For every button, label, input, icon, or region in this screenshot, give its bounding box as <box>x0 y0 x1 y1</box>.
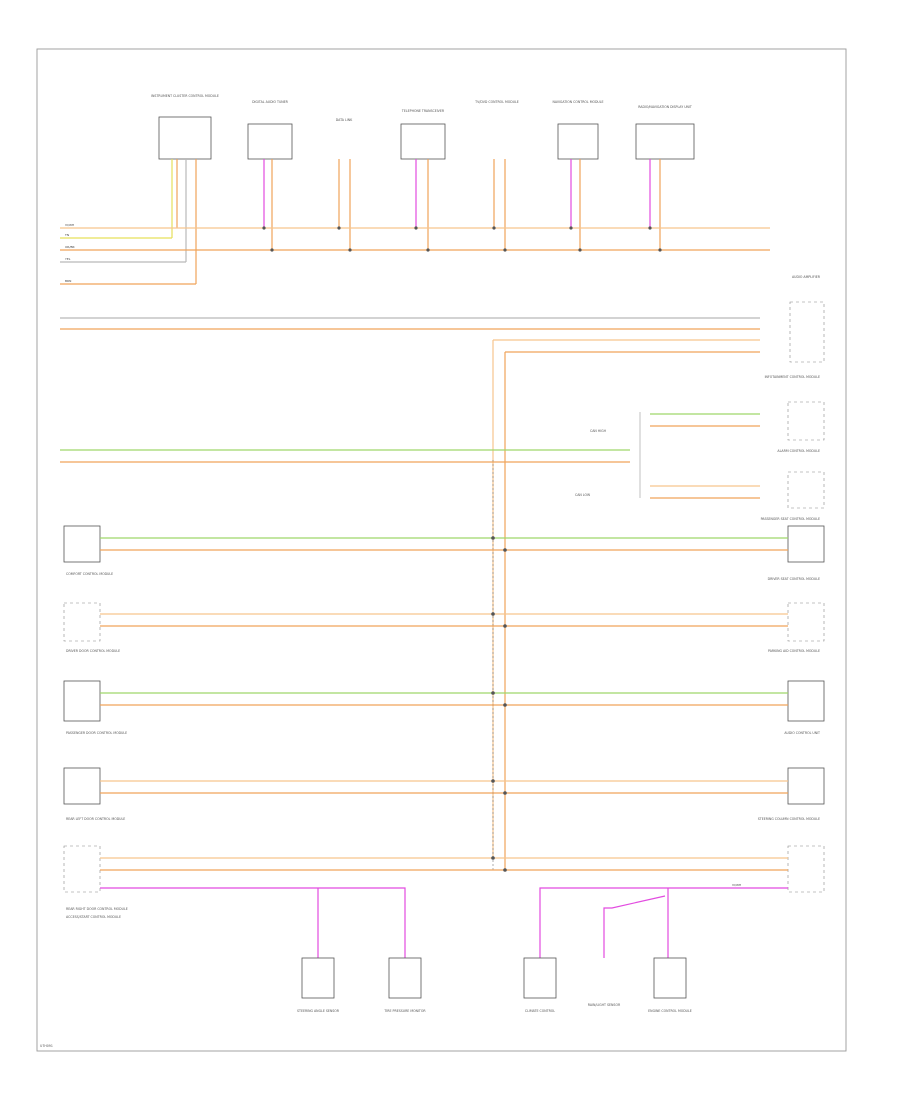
top-component-box <box>557 123 599 160</box>
right-component-label-2: INFOTAINMENT CONTROL MODULE <box>765 375 820 379</box>
right-component-label-5: DRIVER SEAT CONTROL MODULE <box>768 577 820 581</box>
wire-code: BRN <box>65 279 71 283</box>
vertical-trunk <box>492 339 760 870</box>
top-component-label-5: TV/DVD CONTROL MODULE <box>474 100 519 104</box>
top-component-label-7: RADIO/NAVIGATION DISPLAY UNIT <box>638 105 692 109</box>
bottom-component-label-1: STEERING ANGLE SENSOR <box>297 1009 340 1013</box>
top-components: INSTRUMENT CLUSTER CONTROL MODULE DIGITA… <box>151 94 695 284</box>
top-bus <box>60 227 770 285</box>
can-bus-mid <box>60 412 760 499</box>
bottom-component-label-3: CLIMATE CONTROL <box>525 1009 555 1013</box>
wire-code: OR/BR <box>65 245 75 249</box>
left-component-label-4: REAR LEFT DOOR CONTROL MODULE <box>66 817 125 821</box>
bottom-component-label-4: RAIN/LIGHT SENSOR <box>588 1003 621 1007</box>
right-component-box <box>787 471 825 509</box>
module-row-2 <box>63 602 825 642</box>
diagram-frame <box>36 48 847 1052</box>
right-component-box <box>787 401 825 441</box>
left-component-label-1: COMFORT CONTROL MODULE <box>66 572 113 576</box>
right-component-label-4: PASSENGER SEAT CONTROL MODULE <box>761 517 820 521</box>
top-component-box <box>247 123 293 160</box>
top-component-label-1: INSTRUMENT CLUSTER CONTROL MODULE <box>151 94 219 98</box>
wire-code: VI/WH <box>65 223 74 227</box>
wire-code: VI/WH <box>732 883 741 887</box>
right-component-label-1: AUDIO AMPLIFIER <box>792 275 821 279</box>
diagram-footer-id: U7H091 <box>40 1044 53 1048</box>
top-component-box <box>635 123 695 160</box>
right-component-label-3: ALARM CONTROL MODULE <box>777 449 820 453</box>
mid-label-can-high: CAN HIGH <box>590 429 607 433</box>
wire-code: TN <box>64 233 69 237</box>
right-component-label-7: AUDIO CONTROL UNIT <box>784 731 820 735</box>
left-component-label-2: DRIVER DOOR CONTROL MODULE <box>66 649 120 653</box>
bottom-component-label-5: ENGINE CONTROL MODULE <box>648 1009 692 1013</box>
module-row-3 <box>63 680 825 722</box>
top-component-box <box>400 123 446 160</box>
top-component-label-4: TELEPHONE TRANSCEIVER <box>401 109 445 113</box>
left-component-label-5: REAR RIGHT DOOR CONTROL MODULE <box>66 907 128 911</box>
right-component-label-6: PARKING AID CONTROL MODULE <box>768 649 820 653</box>
top-component-label-2: DIGITAL AUDIO TUNER <box>252 100 289 104</box>
module-row-1 <box>63 525 825 563</box>
left-component-label-6: ACCESS/START CONTROL MODULE <box>66 915 121 919</box>
bottom-component-label-2: TIRE PRESSURE MONITOR <box>383 1009 426 1013</box>
mid-label-can-low: CAN LOW <box>575 493 591 497</box>
audio-amplifier-bus <box>60 317 760 330</box>
top-component-label-6: NAVIGATION CONTROL MODULE <box>552 100 603 104</box>
lin-bus <box>100 887 788 958</box>
module-row-4 <box>63 767 825 805</box>
bottom-components <box>301 957 687 999</box>
right-component-box <box>789 301 825 363</box>
top-bus-nodes <box>262 226 662 252</box>
module-row-5 <box>63 845 825 893</box>
top-component-box <box>158 116 212 160</box>
left-component-label-3: PASSENGER DOOR CONTROL MODULE <box>66 731 127 735</box>
top-component-label-3: DATA LINK <box>336 118 353 122</box>
right-component-label-8: STEERING COLUMN CONTROL MODULE <box>758 817 820 821</box>
wire-code: YEL <box>65 257 71 261</box>
